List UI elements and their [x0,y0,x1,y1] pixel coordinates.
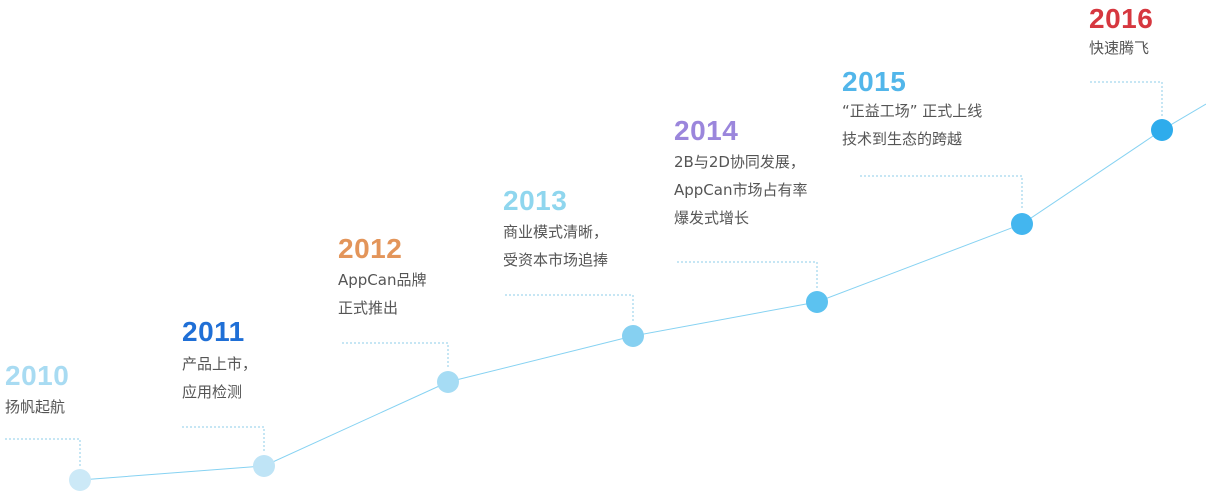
year-2011: 2011 [182,316,245,347]
desc-line: 技术到生态的跨越 [842,130,963,148]
leader-line-2016 [1090,81,1163,116]
leader-line-2015 [860,175,1023,210]
desc-line: 2B与2D协同发展， [674,153,805,171]
milestone-2016-desc: 快速腾飞 [1089,34,1149,62]
milestone-dot-2011 [253,455,275,477]
year-2014: 2014 [674,115,739,146]
desc-line: AppCan品牌 [338,271,427,289]
desc-line: AppCan市场占有率 [674,181,808,199]
leader-line-2012 [342,342,449,368]
milestone-2011-desc: 产品上市， 应用检测 [182,350,257,406]
desc-line: 扬帆起航 [5,398,66,416]
milestone-2015-desc: “正益工场” 正式上线 技术到生态的跨越 [842,97,982,153]
milestone-dot-2013 [622,325,644,347]
desc-line: 正式推出 [338,299,399,317]
year-2013: 2013 [503,185,568,216]
year-2015: 2015 [842,66,907,97]
leader-line-2010 [5,438,81,466]
milestone-dot-2015 [1011,213,1033,235]
milestone-dot-2014 [806,291,828,313]
desc-line: 产品上市， [182,355,258,373]
desc-line: “正益工场” 正式上线 [842,102,983,120]
milestone-2013-desc: 商业模式清晰， 受资本市场追捧 [503,218,608,274]
desc-line: 快速腾飞 [1089,39,1150,57]
desc-line: 商业模式清晰， [503,223,609,241]
milestone-2012-desc: AppCan品牌 正式推出 [338,266,426,322]
year-2010: 2010 [5,360,70,391]
desc-line: 应用检测 [182,383,243,401]
milestone-dot-2016 [1151,119,1173,141]
milestone-dot-2010 [69,469,91,491]
leader-line-2014 [677,261,818,288]
milestone-dot-2012 [437,371,459,393]
milestone-2014-desc: 2B与2D协同发展， AppCan市场占有率 爆发式增长 [674,148,807,232]
milestone-2010-desc: 扬帆起航 [5,393,65,421]
desc-line: 受资本市场追捧 [503,251,609,269]
leader-line-2011 [182,426,265,452]
timeline-line [79,103,1206,481]
year-2012: 2012 [338,233,403,264]
desc-line: 爆发式增长 [674,209,750,227]
year-2016: 2016 [1089,3,1154,34]
leader-line-2013 [505,294,634,322]
